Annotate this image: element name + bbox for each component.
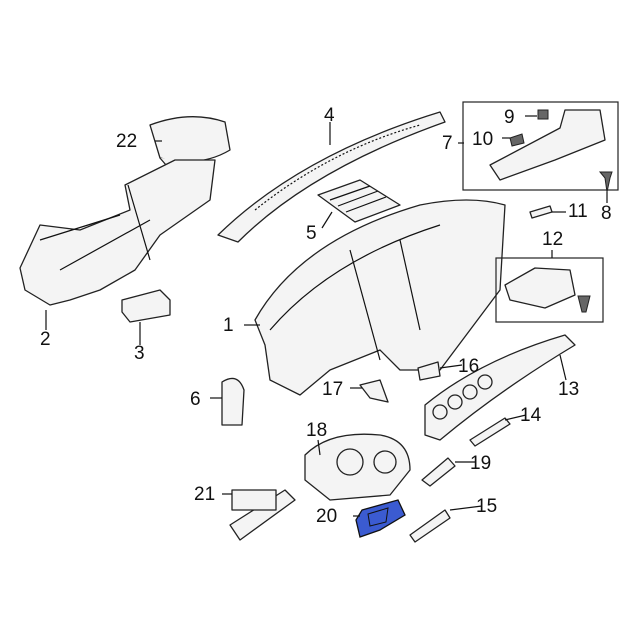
- callout-20: 20: [316, 506, 338, 527]
- part-8-screw: [598, 171, 613, 193]
- callout-4: 4: [324, 105, 335, 126]
- callout-7: 7: [442, 133, 453, 154]
- part-3-bracket: [121, 289, 171, 323]
- part-17-panel: [359, 379, 389, 403]
- part-15-trim: [409, 509, 451, 543]
- part-9-clip: [537, 109, 549, 120]
- part-10-clip: [509, 133, 525, 147]
- callout-15: 15: [476, 496, 498, 517]
- part-2-cross-car-beam: [19, 159, 216, 306]
- part-7-trim-panel: [489, 109, 606, 181]
- callout-2: 2: [40, 329, 51, 350]
- callout-16: 16: [458, 356, 480, 377]
- part-12-bracket: [504, 267, 576, 309]
- part-14-trim: [469, 417, 511, 447]
- callout-19: 19: [470, 453, 492, 474]
- part-16-cover: [417, 361, 441, 381]
- part-6-end-cap: [221, 377, 245, 426]
- part-21-latch: [231, 489, 277, 511]
- part-5-vent-grille: [317, 179, 401, 223]
- part-19-trim: [421, 457, 456, 487]
- part-11-trim: [529, 205, 553, 219]
- callout-3: 3: [134, 343, 145, 364]
- leader-lines: [45, 115, 608, 517]
- callout-12: 12: [542, 229, 564, 250]
- callout-14: 14: [520, 405, 542, 426]
- part-4-defroster-panel: [217, 111, 446, 243]
- part-12-fastener: [577, 295, 591, 313]
- callout-6: 6: [190, 389, 201, 410]
- callout-10: 10: [472, 129, 494, 150]
- callout-5: 5: [306, 223, 317, 244]
- callout-8: 8: [601, 203, 612, 224]
- callout-1: 1: [223, 315, 234, 336]
- callout-13: 13: [558, 379, 580, 400]
- callout-9: 9: [504, 107, 515, 128]
- callout-17: 17: [322, 379, 344, 400]
- callout-22: 22: [116, 131, 138, 152]
- part-22-airbag-module: [149, 116, 231, 163]
- callout-11: 11: [568, 201, 588, 222]
- callout-21: 21: [194, 484, 216, 505]
- callout-18: 18: [306, 420, 328, 441]
- part-20-highlighted-panel: [355, 499, 406, 538]
- part-13-finish-panel: [424, 334, 576, 441]
